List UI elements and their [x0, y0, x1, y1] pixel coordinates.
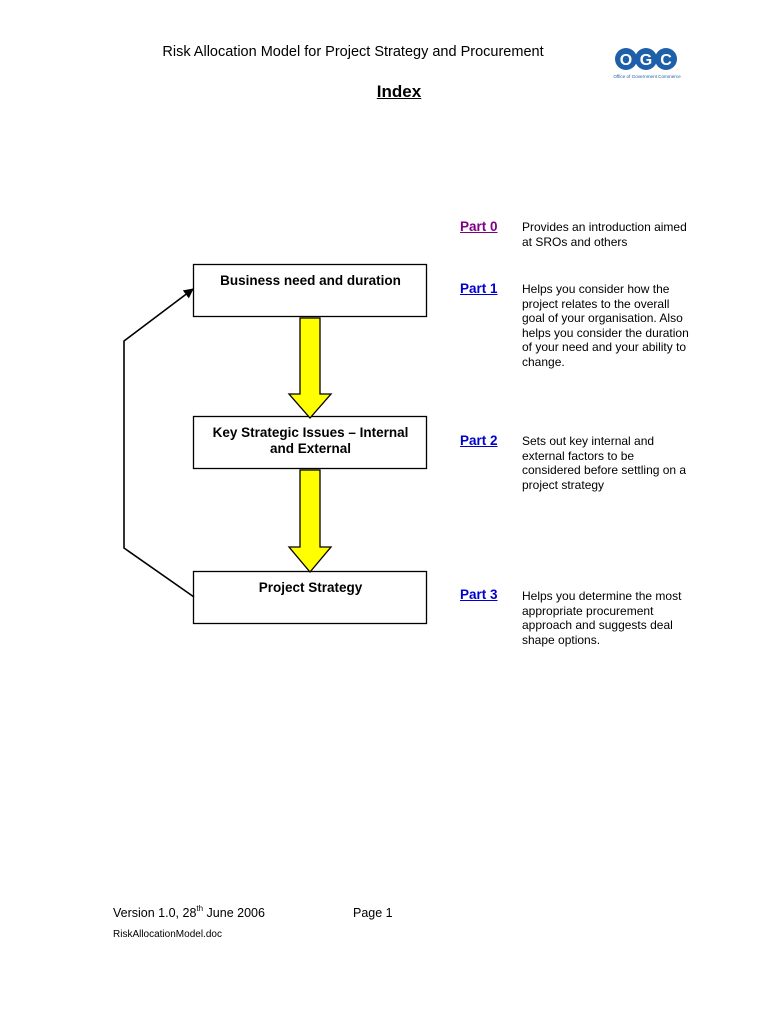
flow-box-label-project-strategy: Project Strategy [258, 580, 363, 595]
part-3-description: Helps you determine the most appropriate… [522, 589, 682, 647]
logo-letter-o: O [620, 52, 632, 69]
ogc-logo-icon: O G C Office of Government Commerce [613, 48, 681, 79]
footer-version-sup: th [196, 904, 204, 913]
down-arrow-2 [287, 469, 333, 574]
feedback-loop-arrow [123, 288, 195, 598]
flow-box-business-need [192, 263, 428, 318]
footer-version-prefix: Version 1.0, 28 [113, 906, 197, 920]
page-heading: Index [376, 82, 422, 101]
logo-letter-g: G [640, 52, 652, 69]
part-1-link[interactable]: Part 1 [460, 281, 498, 296]
flow-box-label-business-need: Business need and duration [220, 273, 401, 288]
document-header-title: Risk Allocation Model for Project Strate… [162, 44, 544, 60]
footer-filename: RiskAllocationModel.doc [113, 929, 222, 940]
down-arrow-1 [287, 317, 333, 419]
logo-tagline: Office of Government Commerce [613, 74, 681, 79]
footer-page-number: Page 1 [353, 906, 393, 920]
part-1-description: Helps you consider how the project relat… [522, 282, 689, 369]
part-2-description: Sets out key internal and external facto… [522, 434, 687, 492]
footer-version: Version 1.0, 28th June 2006 [113, 904, 265, 920]
flow-box-label-key-strategic-issues: Key Strategic Issues – Internal and Exte… [212, 425, 409, 456]
ogc-logo: O G C Office of Government Commerce [612, 44, 692, 84]
logo-letter-c: C [660, 52, 672, 69]
part-2-link[interactable]: Part 2 [460, 433, 498, 448]
part-3-link[interactable]: Part 3 [460, 587, 498, 602]
part-0-description: Provides an introduction aimed at SROs a… [522, 220, 687, 249]
footer-version-suffix: June 2006 [203, 906, 265, 920]
part-0-link[interactable]: Part 0 [460, 219, 498, 234]
